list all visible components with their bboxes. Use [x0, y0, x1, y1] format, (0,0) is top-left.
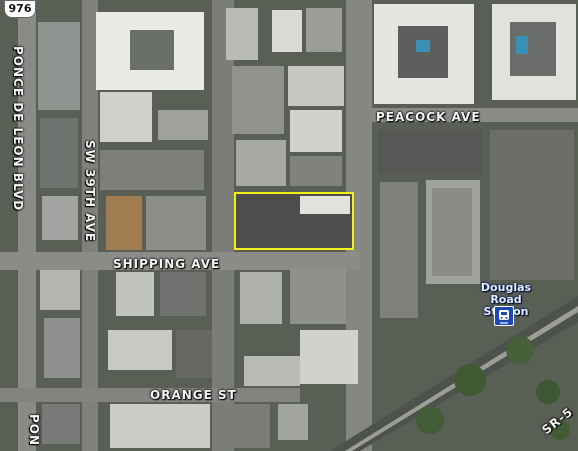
route-976-shield: 976 [4, 0, 36, 18]
selected-parcel-outline[interactable] [234, 192, 354, 250]
station-label-line1: Douglas Road [480, 281, 532, 306]
metro-rail-icon-glyph [499, 310, 509, 324]
metro-rail-icon[interactable] [494, 306, 514, 326]
route-shield-label: 976 [4, 0, 36, 18]
